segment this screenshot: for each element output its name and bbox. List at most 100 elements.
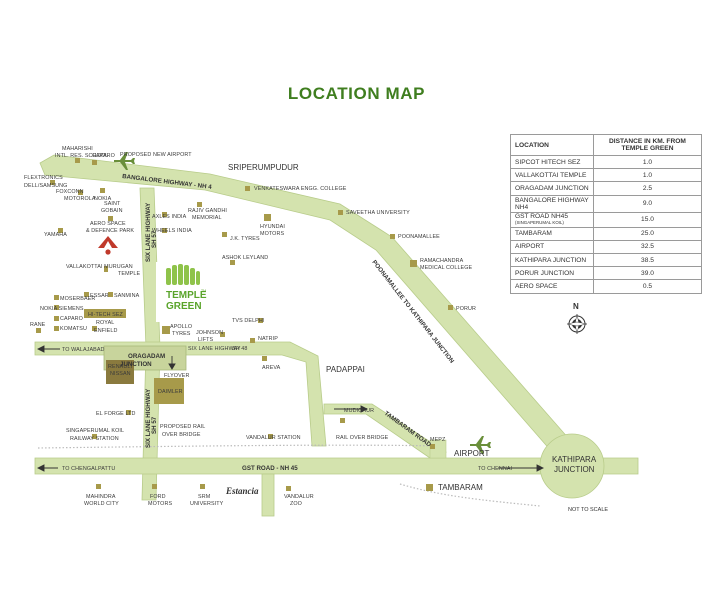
distance-cell: 0.5	[592, 279, 703, 294]
label-ford-2: MOTORS	[148, 501, 172, 507]
label-nokia: NOKIA	[94, 196, 112, 202]
label-nokia-siemens: NOKIA SIEMENS	[40, 306, 84, 312]
location-name: ORAGADAM JUNCTION	[515, 184, 589, 192]
location-cell: BANGALORE HIGHWAY NH4	[510, 194, 594, 213]
block-hitech-sez	[84, 309, 126, 318]
label-royal-1: ROYAL	[96, 320, 114, 326]
label-hyundai-1: HYUNDAI	[260, 224, 285, 230]
label-singaperumal-1: SINGAPERUMAL KOIL	[66, 428, 124, 434]
label-apollo-1: APOLLO	[170, 324, 192, 330]
header-location: LOCATION	[510, 134, 594, 156]
marker-nokia	[100, 188, 105, 193]
marker-el-forge	[126, 410, 131, 415]
label-to-chengalpattu: TO CHENGALPATTU	[62, 466, 115, 472]
marker-maharishi	[75, 158, 80, 163]
compass-north-label: N	[573, 302, 579, 311]
label-ramachandra-2: MEDICAL COLLEGE	[420, 265, 473, 271]
label-kathipara-2: JUNCTION	[554, 465, 595, 474]
label-vallakottai-2: TEMPLE	[118, 271, 140, 277]
distance-table-header: LOCATION DISTANCE IN KM. FROM TEMPLE GRE…	[510, 134, 703, 156]
label-komatsu: KOMATSU	[60, 326, 87, 332]
marker-essar	[84, 292, 89, 297]
label-aero-1: AERO SPACE	[90, 221, 126, 227]
label-essar: ESSAR	[90, 293, 109, 299]
label-padappai: PADAPPAI	[326, 365, 365, 374]
marker-nokia-siemens	[54, 305, 59, 310]
location-cell: AERO SPACE	[510, 279, 594, 294]
road-vandalur	[261, 473, 275, 517]
location-name: PORUR JUNCTION	[515, 269, 574, 277]
label-junction: JUNCTION	[120, 361, 152, 368]
distance-cell: 1.0	[592, 168, 703, 183]
label-motorola: MOTOROLA	[64, 196, 96, 202]
distance-cell: 32.5	[592, 239, 703, 254]
label-sriperumpudur: SRIPERUMPUDUR	[228, 163, 299, 172]
marker-flextronics	[50, 180, 55, 185]
label-sh57-bottom: SIX LANE HIGHWAY	[145, 388, 152, 448]
table-row: GST ROAD NH45(SINGAPERUMAL KOIL)15.0	[510, 211, 703, 228]
marker-tvs	[258, 318, 263, 323]
location-cell: SIPCOT HITECH SEZ	[510, 154, 594, 170]
marker-ramachandra	[410, 260, 417, 267]
proposed-airport-icon	[114, 152, 135, 170]
label-sh57-top-b: SH 57	[151, 230, 158, 248]
label-mahindra-2: WORLD CITY	[84, 501, 119, 507]
distance-cell: 39.0	[592, 266, 703, 281]
label-sh57-top: SIX LANE HIGHWAY	[145, 202, 152, 262]
label-foxconn: FOXCONN	[56, 189, 84, 195]
marker-areva	[262, 356, 267, 361]
aero-space-icon	[98, 236, 118, 255]
label-maharishi-2: INTL. RES. SCHOOL	[55, 153, 108, 159]
label-renault-1: RENAULT	[108, 364, 134, 370]
label-walajabad: TO WALAJABAD	[62, 347, 105, 353]
location-name: BANGALORE HIGHWAY NH4	[515, 196, 589, 211]
label-renault-2: NISSAN	[110, 371, 131, 377]
project-name-line1: TEMPLE	[166, 290, 207, 301]
label-sh48: SH 48	[232, 346, 247, 352]
label-caparo-mid: CAPARO	[60, 316, 83, 322]
distance-table: LOCATION DISTANCE IN KM. FROM TEMPLE GRE…	[510, 134, 703, 294]
label-singaperumal-2: RAILWAY STATION	[70, 436, 119, 442]
marker-ford	[152, 484, 157, 489]
distance-cell: 1.0	[592, 154, 703, 170]
marker-sanmina	[108, 292, 113, 297]
label-el-forge: EL FORGE LTD	[96, 411, 136, 417]
label-dell: DELL/SAMSUNG	[24, 183, 67, 189]
marker-vandalur-station	[268, 434, 273, 439]
location-sub: (SINGAPERUMAL KOIL)	[515, 219, 564, 225]
label-vandalur-zoo-1: VANDALUR	[284, 494, 314, 500]
railway-line	[37, 444, 441, 449]
marker-rane	[36, 328, 41, 333]
marker-royal	[92, 326, 97, 331]
marker-saveetha	[338, 210, 343, 215]
marker-moserbaer	[54, 295, 59, 300]
label-daimler: DAIMLER	[158, 389, 183, 395]
location-name: GST ROAD NH45	[515, 212, 569, 220]
label-hyundai-2: MOTORS	[260, 231, 284, 237]
label-proposed-airport: PROPOSED NEW AIRPORT	[120, 152, 192, 158]
road-nh4	[39, 154, 571, 453]
label-apollo-2: TYRES	[172, 331, 191, 337]
location-name: TAMBARAM	[515, 230, 552, 238]
map-title: LOCATION MAP	[287, 84, 426, 103]
label-wheels: WHEELS INDIA	[152, 228, 192, 234]
block-daimler	[154, 378, 184, 404]
label-srm-2: UNIVERSITY	[190, 501, 224, 507]
table-row: PORUR JUNCTION 39.0	[510, 266, 703, 281]
marker-venkateswara	[245, 186, 250, 191]
label-rajiv-1: RAJIV GANDHI	[188, 208, 227, 214]
label-gst-road: GST ROAD - NH 45	[242, 465, 298, 472]
label-caparo-top: CAPARO	[92, 153, 115, 159]
marker-singaperumal	[92, 434, 97, 439]
label-poonamallee: POONAMALLEE	[398, 234, 440, 240]
marker-axles	[162, 212, 167, 217]
distance-cell: 38.5	[592, 252, 703, 268]
